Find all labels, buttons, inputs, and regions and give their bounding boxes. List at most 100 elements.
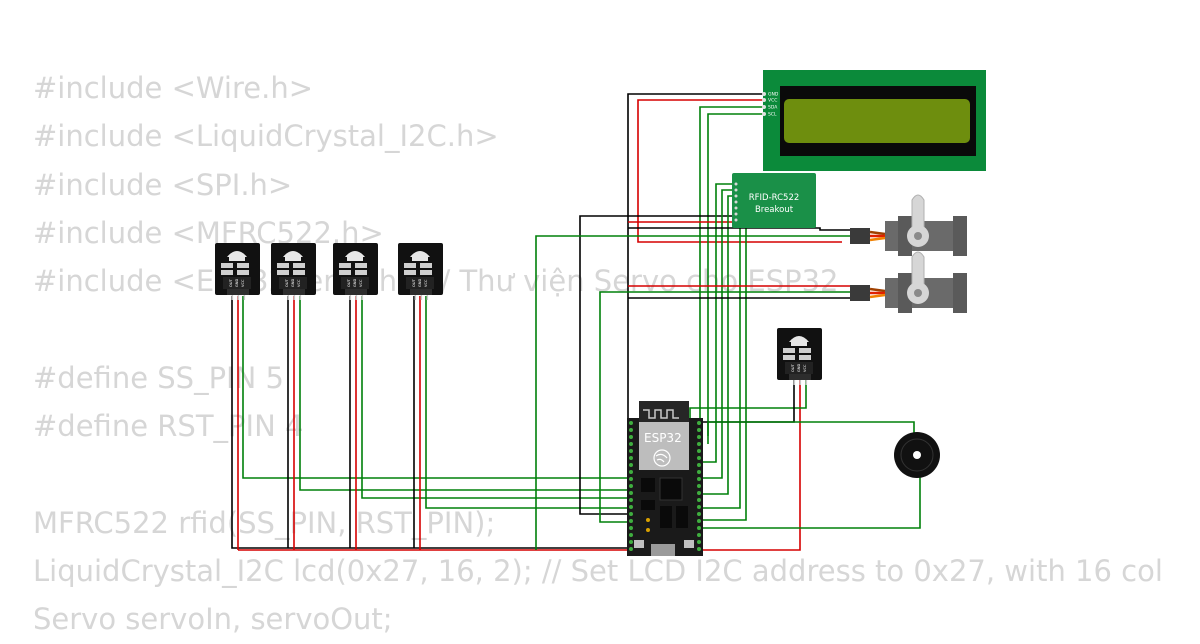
pin[interactable] [697,540,701,544]
ir-sensor-pin-label: VCC [297,279,301,287]
pin[interactable] [697,470,701,474]
pin[interactable] [697,463,701,467]
pin[interactable] [697,442,701,446]
ir-sensor-pin-label: OUT [347,279,351,287]
usb-port[interactable] [651,544,675,556]
ir-sensor-pin-label: GND [353,279,357,287]
rfid-module[interactable]: RFID-RC522 Breakout [732,173,816,228]
pin[interactable] [697,456,701,460]
wires [231,93,921,551]
wire-ir4-out[interactable] [425,296,628,509]
wire-vcc-rail[interactable] [238,380,801,551]
wire-rfid-4[interactable] [702,189,734,479]
esp32-label: ESP32 [644,431,682,445]
wire-ir3-out[interactable] [361,296,628,499]
pin[interactable] [697,435,701,439]
pin[interactable] [697,491,701,495]
ir-sensor-pin-label: OUT [412,279,416,287]
wire-rfid-1[interactable] [579,215,734,515]
pin[interactable] [697,519,701,523]
wire-buzzer-2[interactable] [702,470,921,529]
wire-servo2-signal[interactable] [599,291,850,523]
pin[interactable] [629,456,633,460]
pin[interactable] [629,484,633,488]
pin[interactable] [629,491,633,495]
wire-lcd-gnd[interactable] [627,93,764,420]
reset-button[interactable] [684,540,694,548]
wire-ir1-gnd[interactable] [231,296,628,549]
pin[interactable] [697,449,701,453]
lcd-display[interactable]: GND VCC SDA SCL [762,70,986,171]
pin[interactable] [697,526,701,530]
ir-sensor-pin-label: GND [418,279,422,287]
wire-servo1-gnd[interactable] [628,227,850,231]
lcd-pin-label: SDA [768,105,778,111]
pin[interactable] [697,477,701,481]
wire-buzzer-1[interactable] [707,421,915,452]
pin[interactable] [697,533,701,537]
ir-sensor-pin-label: GND [235,279,239,287]
esp32-pin-header-left [629,421,633,551]
pin[interactable] [629,435,633,439]
pin[interactable] [697,498,701,502]
esp32-board[interactable]: ESP32 [627,401,703,556]
wire-lcd-sda[interactable] [699,106,764,432]
pin[interactable] [629,463,633,467]
rfid-label: RFID-RC522 [749,193,800,203]
pin[interactable] [697,505,701,509]
servo-motor[interactable] [850,251,967,313]
ir-sensor-pin-label: GND [797,364,801,372]
servo-connector [850,228,870,244]
pin[interactable] [629,519,633,523]
rfid-board [732,173,816,228]
pin[interactable] [629,470,633,474]
code-line: #include <LiquidCrystal_I2C.h> [33,119,499,154]
ir-sensor-pin-label: VCC [359,279,363,287]
pin[interactable] [629,421,633,425]
ir-sensor-pin-label: GND [291,279,295,287]
pin[interactable] [629,449,633,453]
pin[interactable] [629,428,633,432]
wire-servo1-signal[interactable] [535,235,850,550]
circuit-diagram: GND VCC SDA SCL RFID-RC522 Breakout [215,70,986,556]
wire-rfid-5[interactable] [702,195,734,495]
pin[interactable] [629,505,633,509]
code-line: LiquidCrystal_I2C lcd(0x27, 16, 2); // S… [33,553,1163,588]
pin[interactable] [629,547,633,551]
wire-ir2-out[interactable] [299,296,628,491]
pin[interactable] [629,498,633,502]
pin[interactable] [697,484,701,488]
pin[interactable] [697,421,701,425]
lcd-pin-header [762,92,766,116]
wire-lcd-scl[interactable] [707,113,764,444]
boot-button[interactable] [634,540,644,548]
pin[interactable] [629,540,633,544]
pin[interactable] [697,512,701,516]
lcd-pin-label: GND [768,92,779,98]
pin[interactable] [697,547,701,551]
pin[interactable] [629,477,633,481]
ir-sensor-pin-label: OUT [791,364,795,372]
esp32-shield [639,422,689,470]
pin[interactable] [629,442,633,446]
wire-ir1-out[interactable] [242,296,628,479]
lcd-screen [784,99,970,143]
pin[interactable] [629,526,633,530]
ir-sensor-pin-label: OUT [285,279,289,287]
servo-motor[interactable] [850,194,967,256]
esp32-antenna [639,401,689,423]
code-line: #define RST_PIN 4 [33,409,304,444]
wire-rfid-3[interactable] [702,183,734,463]
pin[interactable] [629,512,633,516]
pin[interactable] [697,428,701,432]
ir-sensor-pin-label: OUT [229,279,233,287]
espressif-logo-icon [653,449,671,467]
pin[interactable] [629,533,633,537]
code-line: #define SS_PIN 5 [33,360,284,395]
buzzer[interactable] [894,432,940,478]
